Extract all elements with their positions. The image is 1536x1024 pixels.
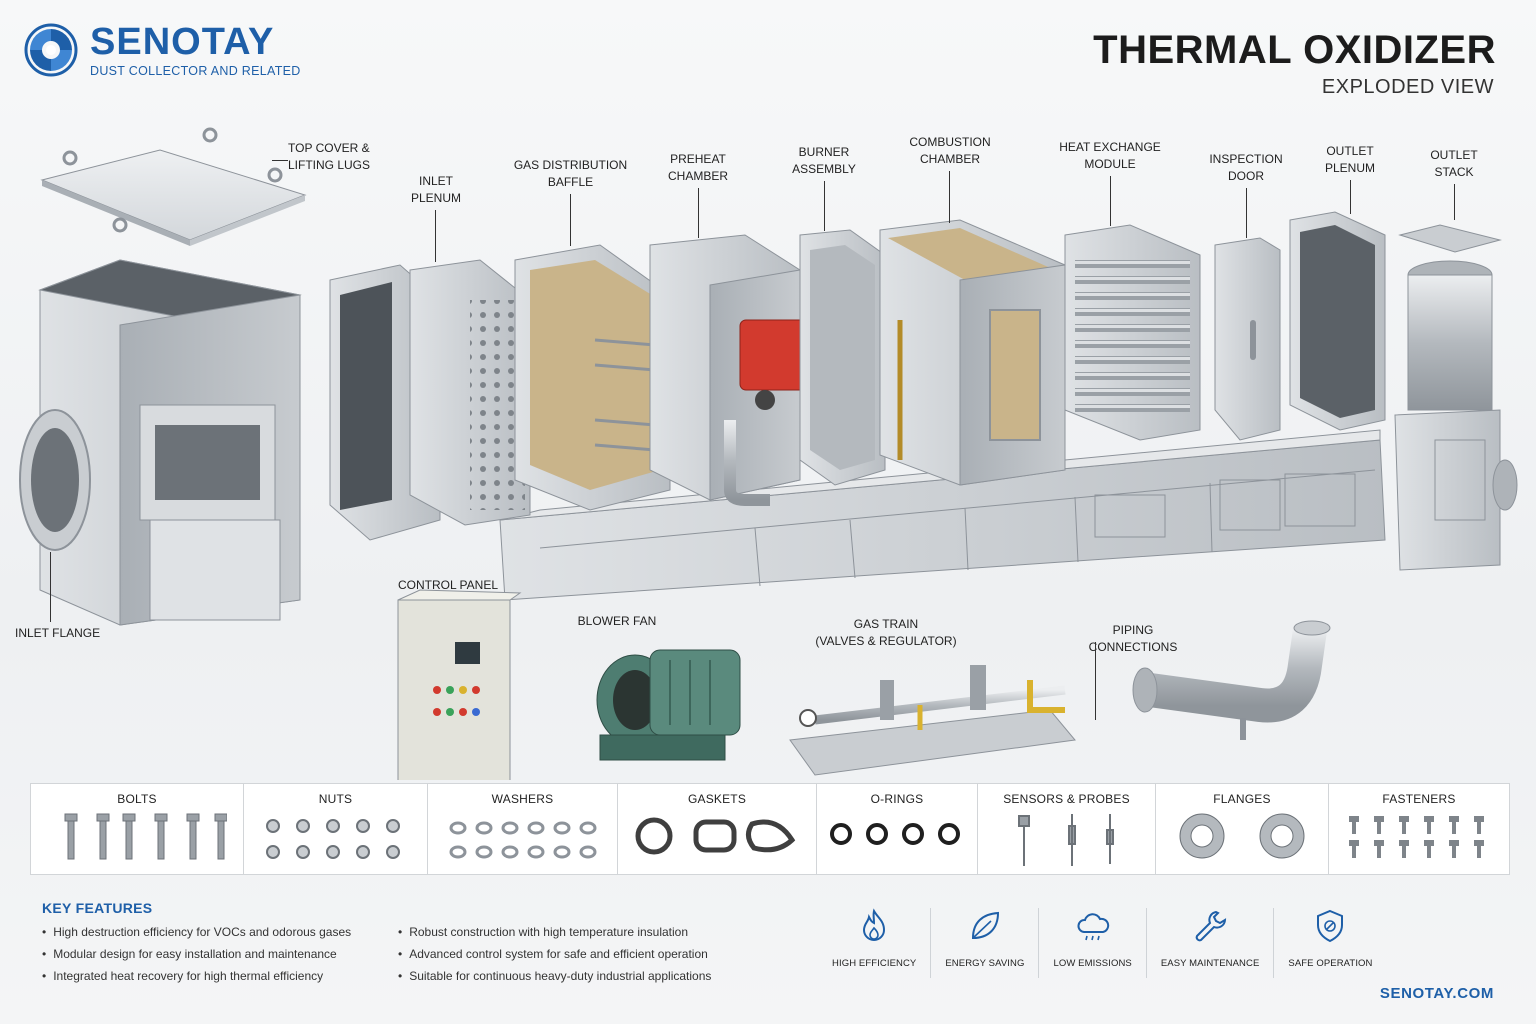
benefit-energy-saving: ENERGY SAVING (931, 908, 1040, 978)
leader-piping-connections (1095, 642, 1096, 720)
exploded-view-illustration (19, 127, 1518, 780)
gas-train (789, 665, 1076, 776)
top-cover (40, 127, 307, 246)
flange-icon (1179, 813, 1305, 859)
leader-burner-assembly (824, 181, 825, 231)
inspection-door (1214, 237, 1281, 441)
feature-item: Robust construction with high temperatur… (398, 921, 711, 943)
leader-inlet-flange (50, 552, 51, 622)
benefit-low-emissions: LOW EMISSIONS (1039, 908, 1147, 978)
hardware-bolts: BOLTS (31, 784, 244, 874)
leader-top-cover (272, 160, 288, 161)
label-blower-fan: BLOWER FAN (577, 614, 657, 628)
benefit-label: ENERGY SAVING (945, 958, 1025, 969)
gas-distribution-baffle (514, 244, 671, 511)
page-subtitle: EXPLODED VIEW (1321, 76, 1494, 98)
label-burner-assembly: BURNER ASSEMBLY (792, 145, 856, 176)
label-outlet-plenum: OUTLET PLENUM (1324, 144, 1375, 175)
piping-connections (1132, 620, 1331, 740)
brand-tagline: DUST COLLECTOR AND RELATED (90, 64, 301, 78)
benefit-label: HIGH EFFICIENCY (832, 958, 917, 969)
label-inlet-flange: INLET FLANGE (15, 626, 101, 640)
leader-outlet-plenum (1350, 180, 1351, 214)
label-inspection-door: INSPECTION DOOR (1209, 152, 1283, 183)
control-panel (397, 589, 522, 780)
leader-outlet-stack (1454, 184, 1455, 220)
feature-item: Suitable for continuous heavy-duty indus… (398, 965, 711, 987)
hardware-label: BOLTS (117, 792, 157, 806)
hardware-washers: WASHERS (428, 784, 618, 874)
hardware-label: NUTS (318, 792, 353, 806)
key-features-title: KEY FEATURES (42, 900, 153, 916)
nut-icon (265, 819, 400, 859)
hardware-nuts: NUTS (244, 784, 428, 874)
leader-preheat-chamber (698, 188, 699, 238)
feature-item: Modular design for easy installation and… (42, 943, 351, 965)
sensor-probe-icon (1017, 814, 1114, 866)
o-ring-icon (830, 823, 960, 845)
benefit-label: EASY MAINTENANCE (1160, 958, 1260, 969)
label-top-cover: TOP COVER & LIFTING LUGS (288, 141, 371, 172)
cloud-icon (1077, 913, 1109, 941)
senotay-logo-icon (24, 23, 78, 77)
burner-assembly (799, 229, 886, 486)
label-heat-exchange-module: HEAT EXCHANGE MODULE (1059, 140, 1161, 171)
fastener-icon (1349, 816, 1484, 858)
key-features-right: Robust construction with high temperatur… (398, 921, 711, 987)
label-gas-distribution-baffle: GAS DISTRIBUTION BAFFLE (513, 158, 628, 189)
hardware-fasteners: FASTENERS (1329, 784, 1509, 874)
label-combustion-chamber: COMBUSTION CHAMBER (909, 135, 991, 166)
leader-inspection-door (1246, 188, 1247, 238)
page-title: THERMAL OXIDIZER (1093, 28, 1496, 72)
wrench-icon (1195, 910, 1227, 942)
shield-icon (1317, 909, 1344, 943)
label-gas-train: GAS TRAIN (VALVES & REGULATOR) (815, 617, 957, 648)
brand: SENOTAY DUST COLLECTOR AND RELATED (24, 18, 301, 82)
washer-icon (449, 821, 596, 859)
hardware-label: FLANGES (1213, 792, 1271, 806)
feature-item: High destruction efficiency for VOCs and… (42, 921, 351, 943)
heat-exchange-module (1064, 224, 1201, 441)
outlet-plenum (1289, 211, 1386, 431)
bolt-icon (64, 813, 227, 860)
hardware-sensors-probes: SENSORS & PROBES (978, 784, 1156, 874)
website-link[interactable]: SENOTAY.COM (1379, 985, 1494, 1002)
brand-name: SENOTAY (90, 21, 275, 63)
hardware-label: GASKETS (687, 792, 747, 806)
benefit-easy-maintenance: EASY MAINTENANCE (1147, 908, 1275, 978)
label-outlet-stack: OUTLET STACK (1430, 148, 1478, 179)
label-inlet-plenum: INLET PLENUM (410, 174, 461, 205)
benefit-label: SAFE OPERATION (1288, 958, 1373, 969)
flame-icon (863, 908, 886, 941)
hardware-gaskets: GASKETS (618, 784, 817, 874)
combustion-chamber (879, 219, 1066, 486)
leader-heat-exchange-module (1110, 176, 1111, 226)
blower-fan (596, 649, 741, 761)
hardware-label: FASTENERS (1382, 792, 1456, 806)
hardware-strip: BOLTS NUTS WASHERS (30, 783, 1510, 875)
hardware-label: WASHERS (491, 792, 554, 806)
leader-inlet-plenum (435, 210, 436, 262)
label-control-panel: CONTROL PANEL (397, 578, 499, 592)
gasket-icon (635, 817, 796, 855)
leaf-icon (971, 911, 999, 940)
key-features-left: High destruction efficiency for VOCs and… (42, 921, 351, 987)
benefit-label: LOW EMISSIONS (1053, 958, 1132, 969)
leader-gas-distribution-baffle (570, 194, 571, 246)
leader-combustion-chamber (949, 171, 950, 223)
feature-item: Advanced control system for safe and eff… (398, 943, 711, 965)
label-preheat-chamber: PREHEAT CHAMBER (667, 152, 728, 183)
label-piping-connections: PIPING CONNECTIONS (1088, 623, 1178, 654)
hardware-label: O-RINGS (870, 792, 924, 806)
feature-item: Integrated heat recovery for high therma… (42, 965, 351, 987)
outlet-stack (1394, 224, 1518, 571)
hardware-flanges: FLANGES (1156, 784, 1329, 874)
benefits-row: HIGH EFFICIENCY ENERGY SAVING LOW EMISSI… (818, 908, 1387, 978)
hardware-label: SENSORS & PROBES (1003, 792, 1130, 806)
hardware-o-rings: O-RINGS (817, 784, 978, 874)
inlet-housing (19, 259, 302, 626)
benefit-high-efficiency: HIGH EFFICIENCY (818, 908, 932, 978)
benefit-safe-operation: SAFE OPERATION (1274, 908, 1386, 978)
inlet-plenum (329, 259, 531, 541)
